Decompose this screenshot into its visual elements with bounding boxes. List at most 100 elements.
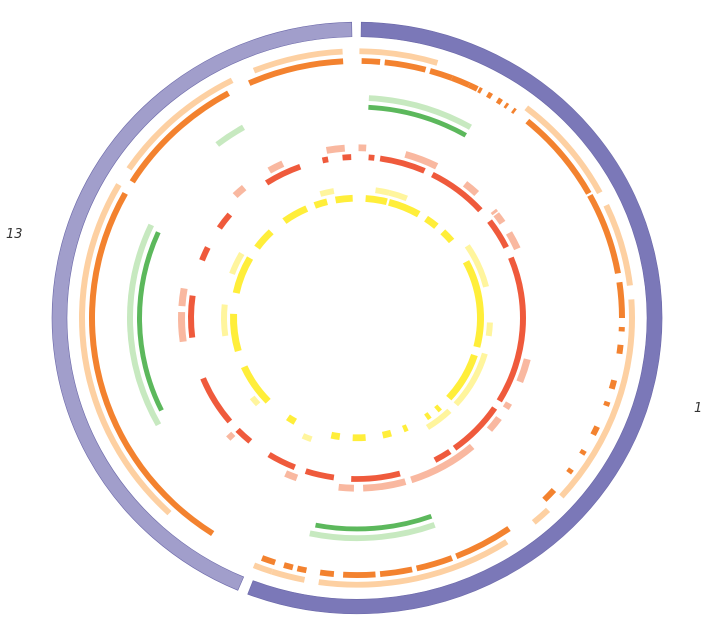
yellow-segment: [440, 229, 455, 244]
ideogram-chromosome-1[interactable]: [247, 21, 663, 615]
red-segment: [187, 295, 196, 338]
orange-outer-segment: [415, 555, 454, 572]
green-segment: [137, 231, 164, 412]
orange-outer-segment: [455, 526, 511, 560]
yellow-light-segment: [425, 408, 452, 430]
red-light-segment: [178, 287, 188, 307]
orange-outer-segment: [429, 68, 454, 81]
red-segment: [496, 256, 526, 403]
yellow-light-segment: [229, 252, 245, 275]
orange-outer-segment: [450, 75, 471, 88]
red-segment: [351, 470, 401, 482]
yellow-segment: [446, 353, 478, 401]
red-light-segment: [516, 358, 531, 384]
red-segment: [433, 449, 452, 463]
yellow-light-segment: [375, 187, 390, 196]
red-light-segment: [267, 160, 285, 174]
orange-outer-light-segment: [318, 539, 509, 588]
chromosome-ideograms: [51, 21, 663, 615]
red-segment: [431, 171, 483, 213]
red-segment: [487, 219, 509, 249]
orange-outer-segment: [618, 326, 625, 332]
orange-outer-segment: [296, 565, 308, 574]
orange-outer-light-segment: [603, 204, 633, 286]
red-segment: [304, 468, 335, 481]
red-segment: [264, 163, 302, 186]
orange-outer-segment: [477, 87, 483, 94]
orange-outer-segment: [616, 281, 625, 318]
data-tracks: [78, 48, 635, 588]
orange-outer-light-segment: [252, 562, 273, 575]
green-light-segment: [309, 522, 436, 542]
orange-outer-segment: [379, 566, 413, 577]
orange-outer-segment: [319, 569, 335, 577]
red-segment: [452, 406, 498, 451]
orange-outer-light-segment: [359, 48, 439, 66]
orange-outer-segment: [495, 97, 503, 105]
track-green: [137, 104, 467, 532]
green-light-segment: [215, 124, 245, 147]
red-segment: [342, 154, 352, 161]
red-light-segment: [338, 483, 354, 492]
yellow-light-segment: [485, 322, 493, 337]
yellow-light-segment: [249, 395, 261, 407]
yellow-light-segment: [301, 433, 313, 442]
red-light-segment: [325, 144, 345, 154]
orange-outer-segment: [283, 562, 294, 571]
red-segment: [235, 427, 253, 444]
orange-outer-segment: [616, 344, 624, 355]
ideogram-chromosome-13[interactable]: [51, 21, 353, 591]
orange-outer-segment: [467, 82, 479, 92]
orange-outer-segment: [486, 91, 494, 100]
yellow-segment: [232, 256, 254, 294]
yellow-segment: [388, 199, 421, 218]
red-segment: [267, 452, 296, 470]
orange-outer-segment: [579, 448, 587, 456]
orange-outer-segment: [587, 193, 621, 274]
red-light-segment: [505, 231, 521, 251]
yellow-segment: [285, 414, 297, 425]
red-light-segment: [486, 416, 502, 432]
red-segment: [368, 154, 375, 161]
orange-outer-segment: [566, 467, 574, 475]
orange-outer-segment: [542, 488, 557, 502]
orange-outer-light-segment: [524, 105, 603, 195]
orange-outer-light-segment: [252, 48, 343, 74]
red-light-segment: [232, 184, 247, 198]
yellow-segment: [381, 429, 393, 439]
yellow-segment: [401, 424, 409, 433]
red-light-segment: [404, 151, 439, 170]
yellow-light-segment: [453, 352, 488, 407]
chromosome-label-1: 1: [694, 401, 702, 416]
green-segment: [368, 104, 467, 138]
orange-outer-segment: [342, 571, 376, 578]
orange-outer-segment: [511, 107, 517, 114]
red-light-segment: [462, 181, 480, 196]
orange-outer-segment: [129, 90, 230, 184]
red-light-segment: [493, 212, 506, 225]
red-light-segment: [410, 443, 475, 484]
red-light-segment: [358, 144, 367, 152]
yellow-segment: [254, 229, 274, 250]
red-light-segment: [284, 470, 299, 482]
orange-outer-segment: [361, 58, 381, 65]
yellow-segment: [365, 195, 388, 206]
orange-outer-segment: [590, 425, 600, 437]
orange-outer-light-segment: [126, 77, 234, 171]
yellow-segment: [334, 194, 353, 204]
track-green-light: [127, 95, 472, 542]
red-segment: [200, 377, 233, 424]
red-light-segment: [502, 401, 513, 411]
track-yellow-light: [221, 187, 493, 442]
yellow-segment: [230, 313, 242, 352]
red-light-segment: [178, 311, 187, 343]
red-light-segment: [226, 431, 236, 441]
orange-outer-segment: [503, 102, 510, 109]
yellow-segment: [282, 205, 309, 224]
track-red-light: [178, 144, 531, 492]
yellow-segment: [462, 260, 484, 348]
red-light-segment: [363, 478, 407, 492]
track-orange-outer: [89, 58, 625, 578]
red-light-segment: [490, 208, 499, 216]
